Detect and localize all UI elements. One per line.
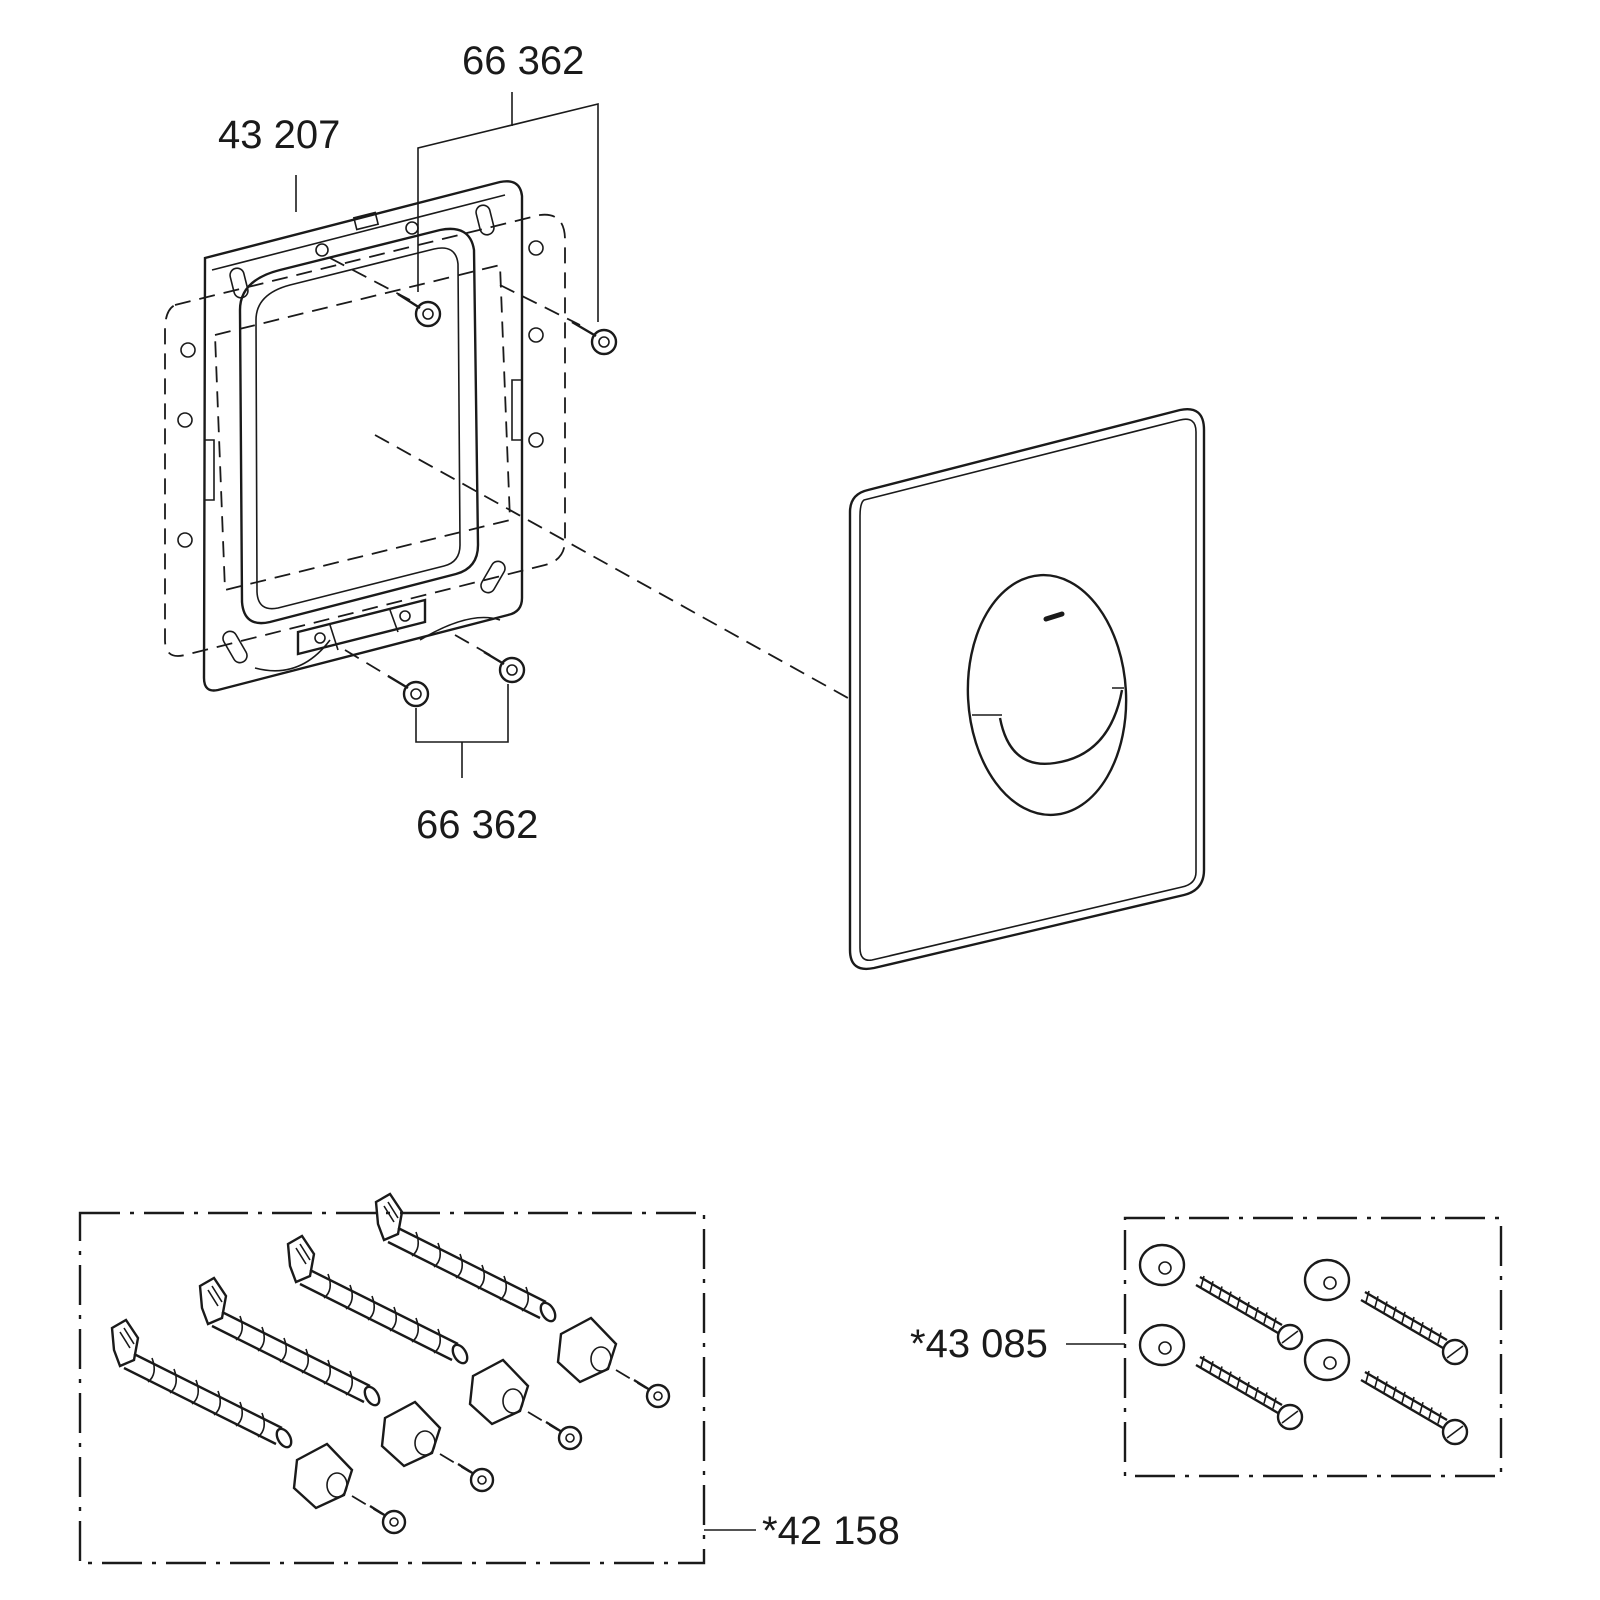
washer-screw-4: [1303, 1338, 1469, 1446]
frame-hole-7: [177, 532, 193, 548]
frame-hole-4: [528, 327, 544, 343]
washer-screw-1: [1138, 1243, 1304, 1351]
bracket-hole-2: [399, 610, 411, 622]
bracket-ribs: [329, 609, 399, 651]
bottom-screws: [344, 634, 526, 778]
screw-bottom-right: [483, 650, 526, 684]
frame-notch-right: [511, 379, 522, 441]
frame-notch-left: [204, 439, 215, 501]
screw-washer-kit-box: [1123, 1216, 1503, 1478]
screw-guide-bl: [344, 649, 396, 681]
frame-inner-opening: [255, 247, 461, 610]
frame-hole-6: [177, 412, 193, 428]
frame-dashed-outline: [164, 213, 566, 657]
label-screw-washer-kit: *43 085: [910, 1322, 1048, 1366]
label-bottom-screws: 66 362: [416, 803, 538, 847]
frame-hole-5: [528, 432, 544, 448]
frame-slot-tl: [229, 267, 249, 299]
washer-screw-3: [1138, 1323, 1304, 1431]
screw-top-right: [571, 320, 618, 356]
label-frame: 43 207: [218, 113, 340, 157]
wall-anchor-1: [110, 1318, 407, 1535]
assembly-axis-line: [374, 434, 849, 699]
flush-plate-bevel: [859, 418, 1197, 962]
wall-anchor-kit-box: [78, 1211, 706, 1565]
screw-top-left: [397, 292, 442, 328]
frame-bottom-curve-r: [419, 616, 501, 641]
flush-plate-outer: [848, 408, 1206, 971]
anchor-set: [110, 1192, 671, 1535]
frame-inner-ring: [238, 227, 480, 625]
frame-hole-3: [528, 240, 544, 256]
frame-top-tab: [352, 211, 380, 231]
top-screws-bracket: [417, 102, 599, 322]
frame-hole-8: [180, 342, 196, 358]
frame-slot-br: [480, 560, 506, 594]
frame-outer-plate: [202, 180, 524, 692]
frame-slot-bl: [222, 630, 248, 664]
washer-screw-set: [1138, 1243, 1469, 1446]
frame-bottom-bracket: [296, 598, 427, 656]
bottom-screws-bracket: [415, 684, 509, 743]
flush-plate: [848, 408, 1206, 971]
frame-dashed-inner: [214, 263, 511, 592]
wall-anchor-kit: [78, 1192, 756, 1565]
screw-guide-br: [454, 634, 491, 656]
screw-guide-tr: [499, 284, 581, 326]
flush-button-indicator: [1043, 611, 1065, 622]
frame-slot-tr: [475, 204, 495, 236]
frame-hole-1: [315, 243, 329, 257]
wall-anchor-3: [286, 1234, 583, 1451]
wall-anchor-4: [374, 1192, 671, 1409]
wall-anchor-2: [198, 1276, 495, 1493]
screw-washer-kit: [1066, 1216, 1503, 1478]
top-screws: [329, 92, 618, 356]
label-top-screws: 66 362: [462, 39, 584, 83]
frame-hole-2: [405, 221, 419, 235]
flush-button[interactable]: [962, 571, 1132, 819]
screw-bottom-left: [387, 674, 430, 708]
flush-button-half-arc: [998, 689, 1124, 766]
bracket-hole-1: [314, 632, 326, 644]
frame-top-edge: [211, 194, 506, 271]
label-wall-anchor-kit: *42 158: [762, 1509, 900, 1553]
washer-screw-2: [1303, 1258, 1469, 1366]
flush-button-divider: [972, 687, 1124, 716]
mounting-frame: [164, 180, 566, 692]
screw-guide-tl: [329, 257, 411, 301]
frame-bottom-curve-l: [254, 639, 331, 672]
